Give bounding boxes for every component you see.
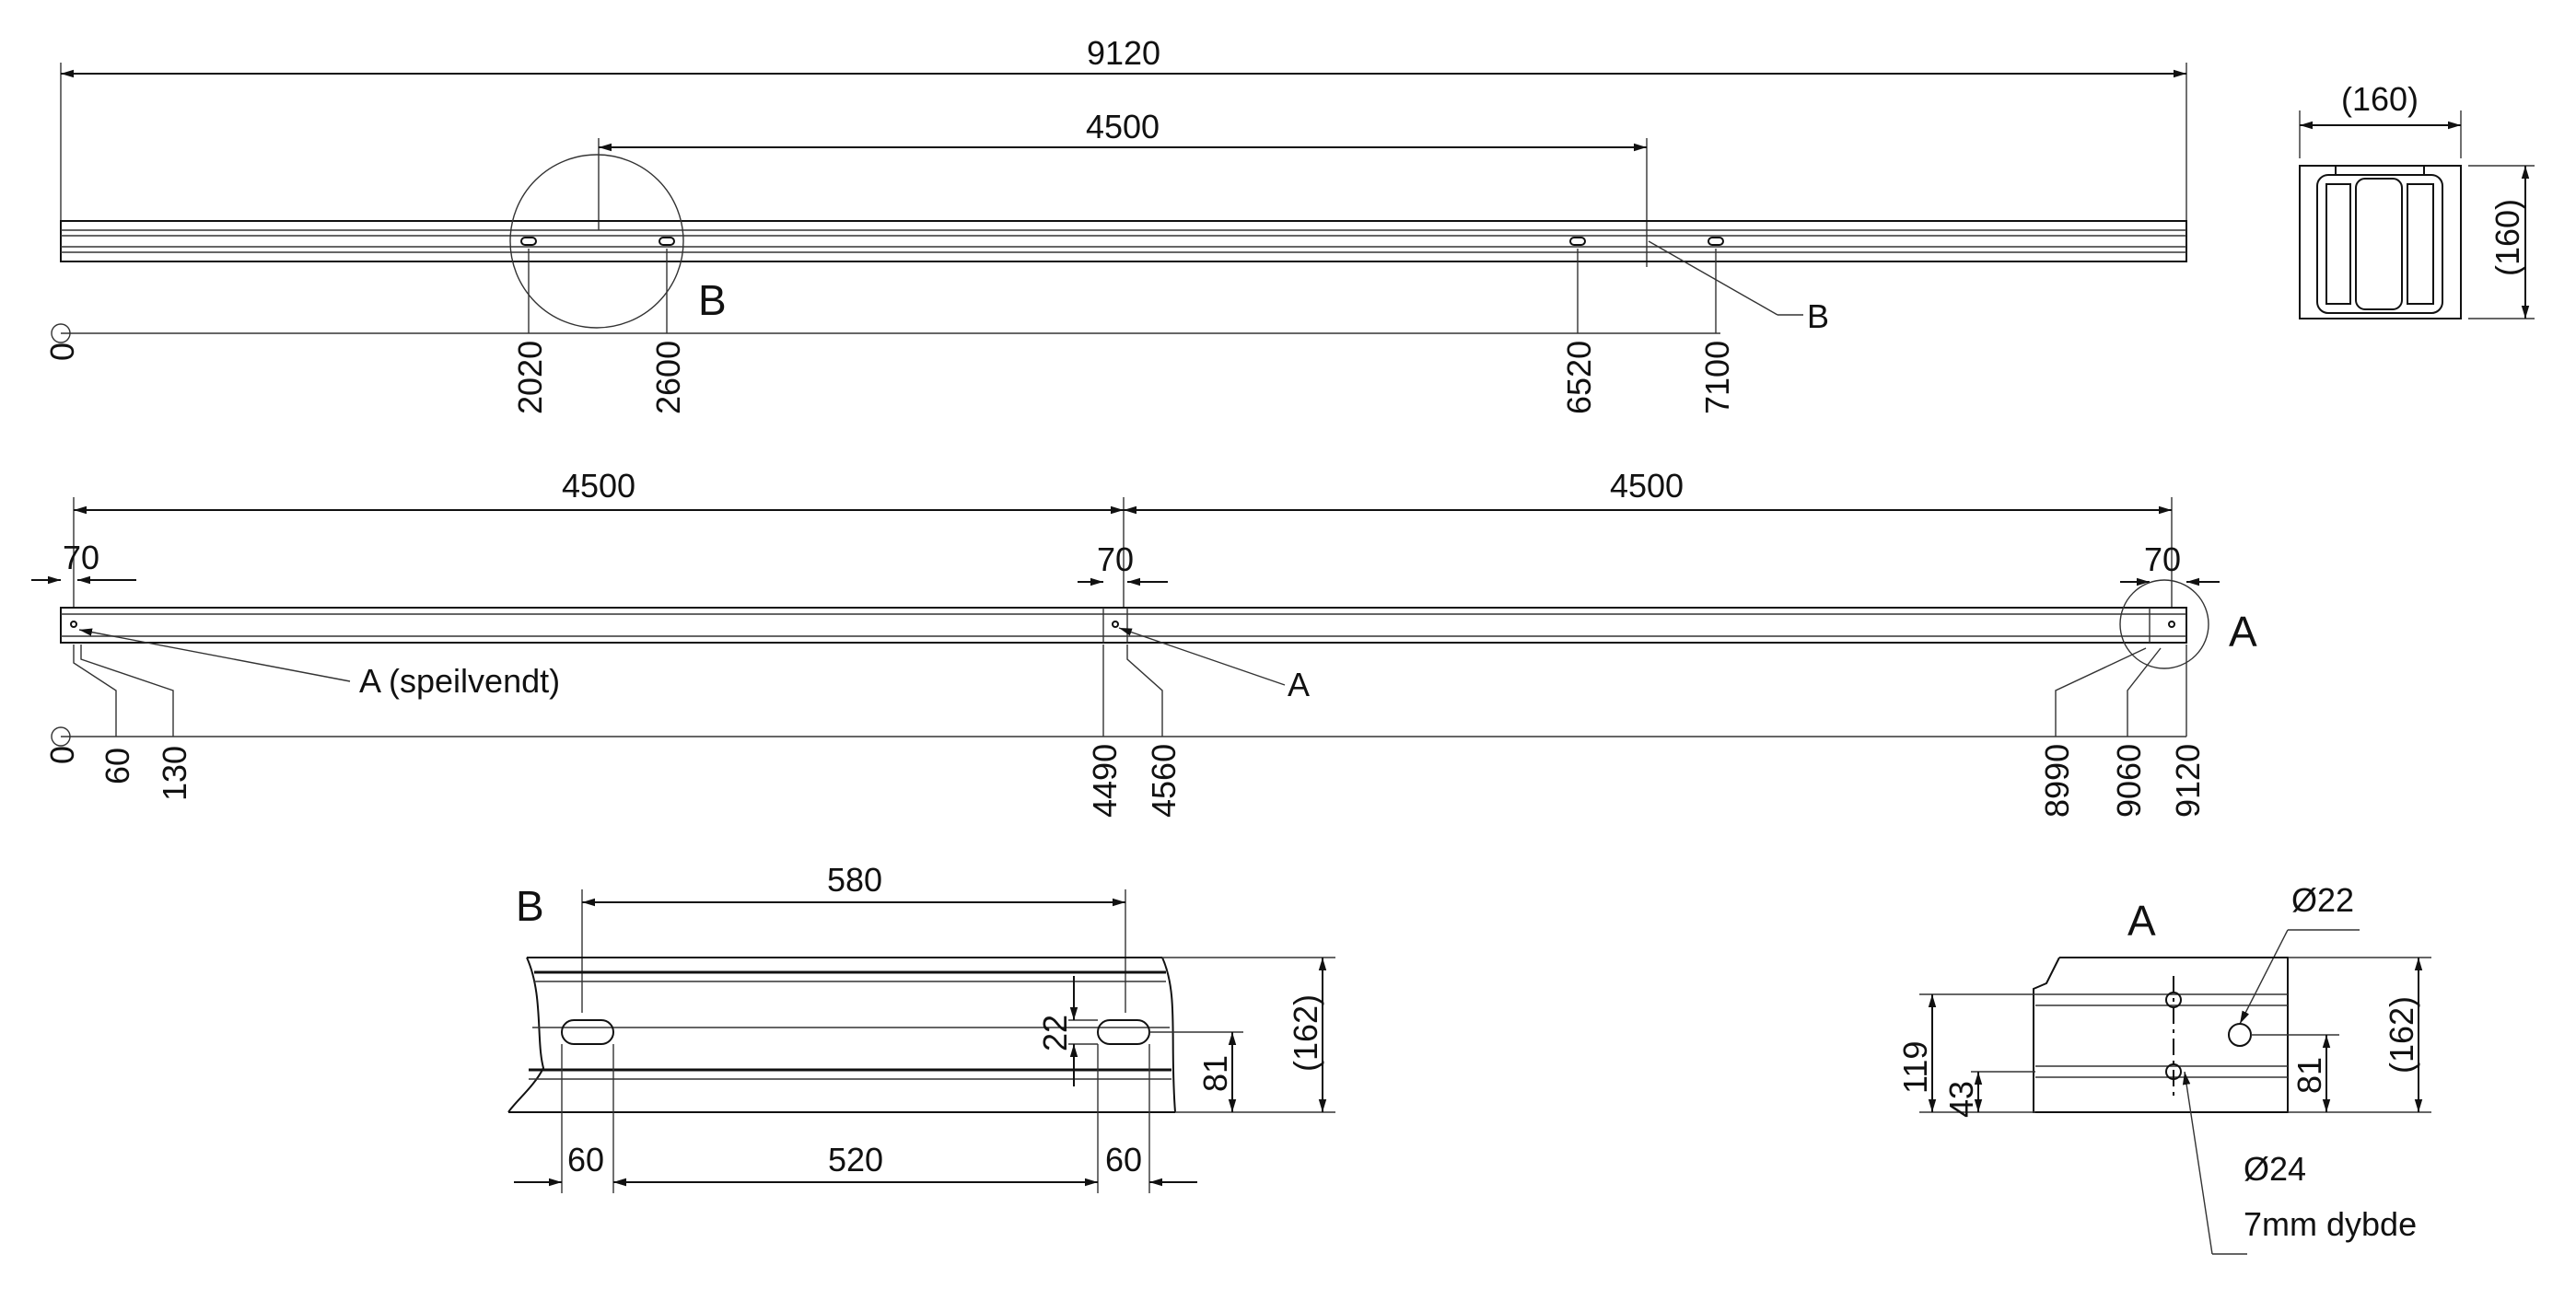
top-view: 9120 4500 B B 0 2020 2600 6520: [43, 34, 2187, 414]
ordinate-label: 6520: [1560, 341, 1598, 414]
offset-right-label: 70: [2144, 540, 2181, 578]
overall-length-label: 9120: [1087, 34, 1160, 72]
ordinate-label: 60: [99, 748, 136, 784]
detail-a-view: A Ø22 119 43 81 (162) Ø24 7mm dyb: [1896, 881, 2431, 1255]
detail-b-circle: [509, 154, 684, 329]
section-width-label: (160): [2341, 80, 2419, 118]
ordinate-label: 2020: [511, 341, 549, 414]
profile-height-label: (162): [1287, 994, 1324, 1072]
callout-a-mid: A: [1288, 666, 1310, 703]
hole-diameter-top-label: Ø22: [2291, 881, 2354, 919]
offset-left-label: 70: [63, 539, 99, 576]
profile-height-label: (162): [2383, 996, 2420, 1074]
span-left-label: 4500: [562, 467, 635, 505]
callout-a-mirrored: A (speilvendt): [359, 662, 560, 700]
ordinate-label: 2600: [649, 341, 687, 414]
section-outline: [2299, 165, 2462, 319]
slot-left: [561, 1019, 614, 1045]
detail-a-circle: [2119, 579, 2209, 669]
center-height-label: 81: [2290, 1057, 2328, 1094]
side-view: 4500 4500 70 70 70 A A (speilvendt) A: [31, 467, 2257, 818]
origin-label: 0: [43, 746, 81, 764]
hole-spacing-label: 4500: [1086, 108, 1160, 145]
depth-note-label: 7mm dybde: [2244, 1205, 2417, 1243]
slot-right: [1097, 1019, 1150, 1045]
ordinate-label: 9060: [2110, 744, 2148, 818]
detail-b-title: B: [516, 882, 544, 930]
slot-length-left-label: 60: [567, 1141, 604, 1178]
ordinate-label: 7100: [1698, 341, 1736, 414]
detail-b-view: B 580 22 81 (162): [507, 861, 1335, 1193]
slot: [1569, 237, 1586, 246]
hole-diameter-bottom-label: Ø24: [2244, 1150, 2306, 1188]
ordinate-label: 9120: [2169, 744, 2207, 818]
beam-top-outline: [60, 220, 2187, 262]
section-height-label: (160): [2489, 199, 2526, 276]
slot-gap-label: 520: [828, 1141, 883, 1178]
height-43-label: 43: [1942, 1081, 1980, 1118]
slot: [1708, 237, 1724, 246]
callout-b-label: B: [1807, 297, 1829, 335]
slot-width-label: 22: [1036, 1015, 1074, 1051]
slot: [520, 237, 537, 246]
detail-b-marker: B: [698, 276, 727, 324]
ordinate-label: 130: [156, 746, 193, 801]
break-line-right: [1161, 957, 1176, 1113]
slot-pitch-label: 580: [827, 861, 882, 899]
detail-a-title: A: [2127, 897, 2156, 945]
detail-a-marker: A: [2229, 608, 2257, 656]
detail-a-profile: [2033, 957, 2289, 1113]
callout-b-leader: [1648, 240, 1778, 316]
ordinate-label: 4490: [1086, 744, 1124, 818]
break-line-left: [507, 957, 545, 1113]
hole-22: [2228, 1023, 2252, 1047]
offset-mid-label: 70: [1097, 540, 1134, 578]
center-height-label: 81: [1196, 1055, 1234, 1092]
beam-side-outline: [60, 607, 2187, 644]
height-119-label: 119: [1896, 1041, 1934, 1094]
ordinate-label: 8990: [2038, 744, 2076, 818]
cross-section-view: (160) (160): [2299, 80, 2535, 319]
ordinate-label: 4560: [1145, 744, 1183, 818]
slot: [659, 237, 675, 246]
slot-length-right-label: 60: [1105, 1141, 1142, 1178]
origin-label: 0: [43, 343, 81, 361]
span-right-label: 4500: [1610, 467, 1684, 505]
